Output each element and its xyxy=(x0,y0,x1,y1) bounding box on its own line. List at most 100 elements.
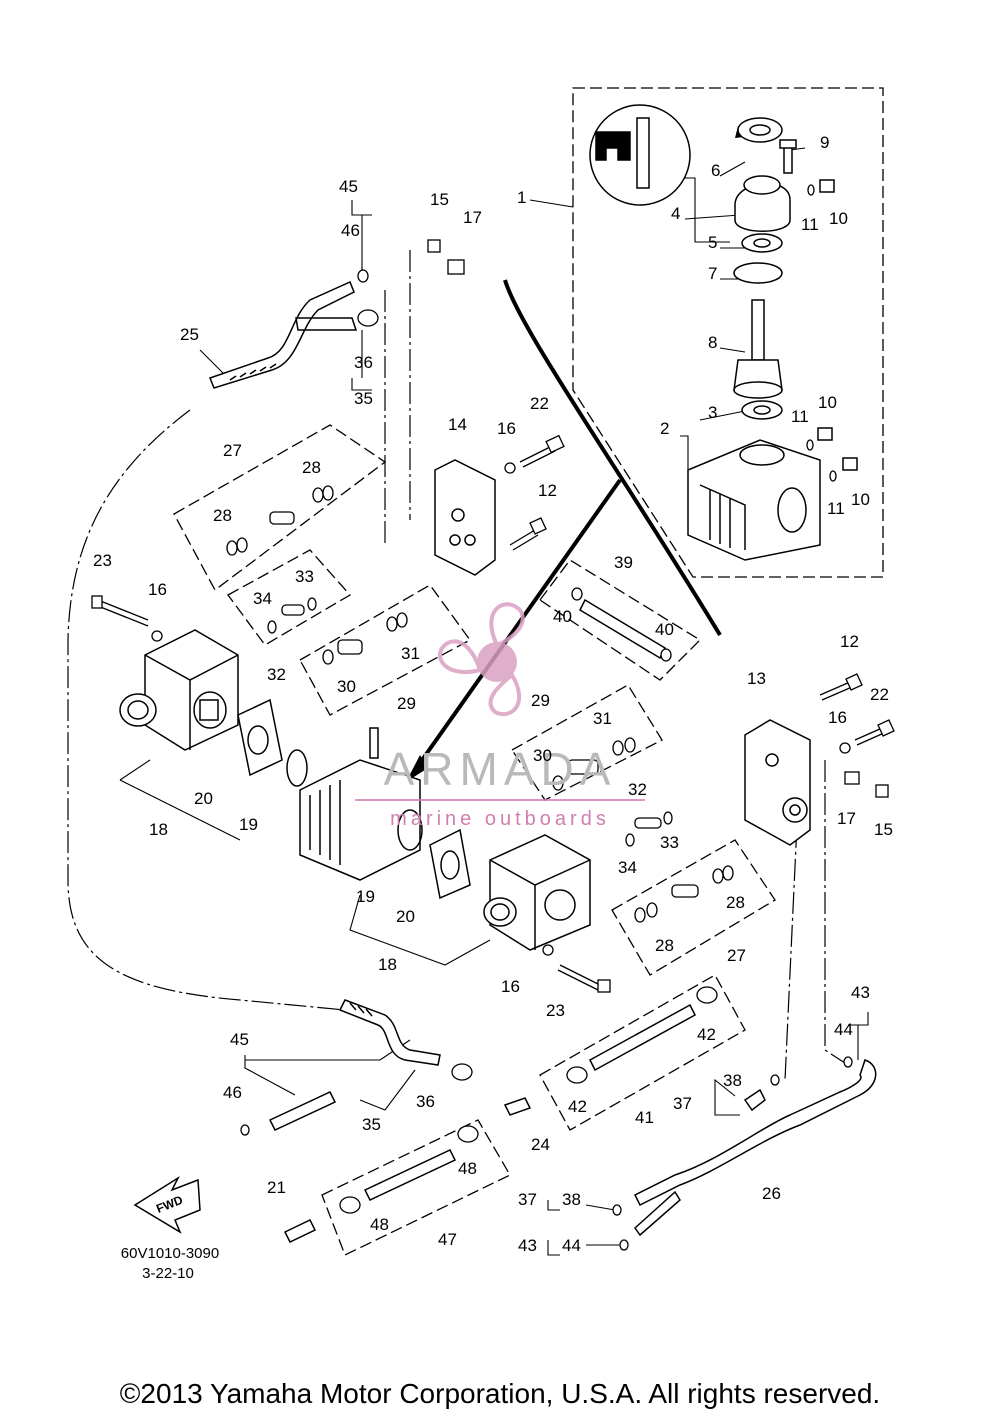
part-callout-c29a: 29 xyxy=(397,694,416,713)
part-callout-c11a: 11 xyxy=(801,215,819,234)
part-callout-c42a: 42 xyxy=(697,1025,716,1044)
part-callout-c40a: 40 xyxy=(553,607,572,626)
pointer-arrows xyxy=(413,279,722,772)
part-callout-c18b: 18 xyxy=(378,955,397,974)
part-callout-c8: 8 xyxy=(708,333,717,352)
part-callout-c16a: 16 xyxy=(497,419,516,438)
part-callout-c34b: 34 xyxy=(618,858,637,877)
part-callout-c6: 6 xyxy=(711,161,720,180)
part-callout-c46a: 46 xyxy=(341,221,360,240)
part-callout-c28b: 28 xyxy=(213,506,232,525)
group-box-27-lower xyxy=(611,839,776,976)
watermark-logo xyxy=(438,602,525,717)
part-callout-c27a: 27 xyxy=(223,441,242,460)
part-callout-c40b: 40 xyxy=(655,620,674,639)
part-callout-c41: 41 xyxy=(635,1108,654,1127)
pump-housing-right xyxy=(483,834,591,951)
part-callout-c29b: 29 xyxy=(531,691,550,710)
pump-housing-left xyxy=(119,629,308,787)
group-box-47 xyxy=(321,1119,511,1256)
part-callout-c36a: 36 xyxy=(354,353,373,372)
group-box-39 xyxy=(539,559,702,681)
part-callout-c3: 3 xyxy=(708,403,717,422)
part-callout-c10c: 10 xyxy=(851,490,870,509)
watermark-brand: ARMADA xyxy=(384,743,617,795)
part-callout-c20a: 20 xyxy=(194,789,213,808)
hose-clamps xyxy=(151,184,853,1251)
part-callout-c31a: 31 xyxy=(401,644,420,663)
part-callout-c32a: 32 xyxy=(267,665,286,684)
part-callout-c47: 47 xyxy=(438,1230,457,1249)
part-callout-c16c: 16 xyxy=(828,708,847,727)
group-box-32-upper xyxy=(227,549,352,646)
part-callout-c22a: 22 xyxy=(530,394,549,413)
part-callout-c28c: 28 xyxy=(726,893,745,912)
part-callout-c33a: 33 xyxy=(295,567,314,586)
part-callout-c19b: 19 xyxy=(356,887,375,906)
part-callout-c12a: 12 xyxy=(538,481,557,500)
hose-routing-lines xyxy=(67,250,849,1081)
part-callout-c7: 7 xyxy=(708,264,717,283)
part-callout-c14: 14 xyxy=(448,415,467,434)
arrow-head xyxy=(406,755,428,782)
part-callout-c43b: 43 xyxy=(518,1236,537,1255)
part-callout-c35a: 35 xyxy=(354,389,373,408)
part-callout-c21: 21 xyxy=(267,1178,286,1197)
part-callout-c17a: 17 xyxy=(463,208,482,227)
part-callout-c36b: 36 xyxy=(416,1092,435,1111)
fwd-arrow-icon: FWD xyxy=(133,1175,201,1234)
part-callout-c24: 24 xyxy=(531,1135,550,1154)
part-callout-c9: 9 xyxy=(820,133,829,152)
part-callout-c23a: 23 xyxy=(93,551,112,570)
part-callout-c10b: 10 xyxy=(818,393,837,412)
part-callout-c16d: 16 xyxy=(501,977,520,996)
drawing-date: 3-22-10 xyxy=(142,1265,194,1282)
group-box-assembly-1 xyxy=(572,87,884,578)
part-callout-c1: 1 xyxy=(517,188,526,207)
part-callout-c18a: 18 xyxy=(149,820,168,839)
part-callout-c46b: 46 xyxy=(223,1083,242,1102)
part-callout-c30a: 30 xyxy=(337,677,356,696)
part-callout-c39: 39 xyxy=(614,553,633,572)
part-callout-c19a: 19 xyxy=(239,815,258,834)
part-callout-c20b: 20 xyxy=(396,907,415,926)
part-callout-c38b: 38 xyxy=(562,1190,581,1209)
part-callout-c48b: 48 xyxy=(370,1215,389,1234)
watermark-tagline: marine outboards xyxy=(390,808,610,830)
group-box-29-lower xyxy=(511,684,663,801)
part-callout-c31b: 31 xyxy=(593,709,612,728)
pump-parts-upper xyxy=(687,117,858,561)
group-box-41 xyxy=(539,974,746,1131)
part-callout-c33b: 33 xyxy=(660,833,679,852)
part-callout-c25: 25 xyxy=(180,325,199,344)
part-callout-c35b: 35 xyxy=(362,1115,381,1134)
part-callout-c42b: 42 xyxy=(568,1097,587,1116)
group-box-27-upper xyxy=(173,424,387,591)
seal-detail-circle xyxy=(589,104,691,206)
part-callout-c45b: 45 xyxy=(230,1030,249,1049)
part-callout-c17b: 17 xyxy=(837,809,856,828)
part-callout-c11c: 11 xyxy=(827,499,845,518)
hoses xyxy=(209,280,877,1243)
part-callout-c27b: 27 xyxy=(727,946,746,965)
part-callout-c15b: 15 xyxy=(874,820,893,839)
mount-bracket-13 xyxy=(744,719,811,846)
group-box-29-upper xyxy=(299,584,471,716)
part-callout-c13: 13 xyxy=(747,669,766,688)
group-boxes xyxy=(173,87,884,1256)
part-callout-c48a: 48 xyxy=(458,1159,477,1178)
part-callout-c43a: 43 xyxy=(851,983,870,1002)
part-callout-c12b: 12 xyxy=(840,632,859,651)
part-callout-c26: 26 xyxy=(762,1184,781,1203)
part-callout-c10a: 10 xyxy=(829,209,848,228)
mount-bracket-14 xyxy=(434,459,496,576)
part-callout-c44b: 44 xyxy=(562,1236,581,1255)
copyright-notice: ©2013 Yamaha Motor Corporation, U.S.A. A… xyxy=(119,1378,881,1409)
part-callout-c16b: 16 xyxy=(148,580,167,599)
part-callout-c38a: 38 xyxy=(723,1071,742,1090)
part-callout-c23b: 23 xyxy=(546,1001,565,1020)
part-callouts: 1234567891010101111111212131415151616161… xyxy=(93,133,893,1255)
pump-cylinder-center xyxy=(299,727,471,900)
part-callout-c2: 2 xyxy=(660,419,669,438)
